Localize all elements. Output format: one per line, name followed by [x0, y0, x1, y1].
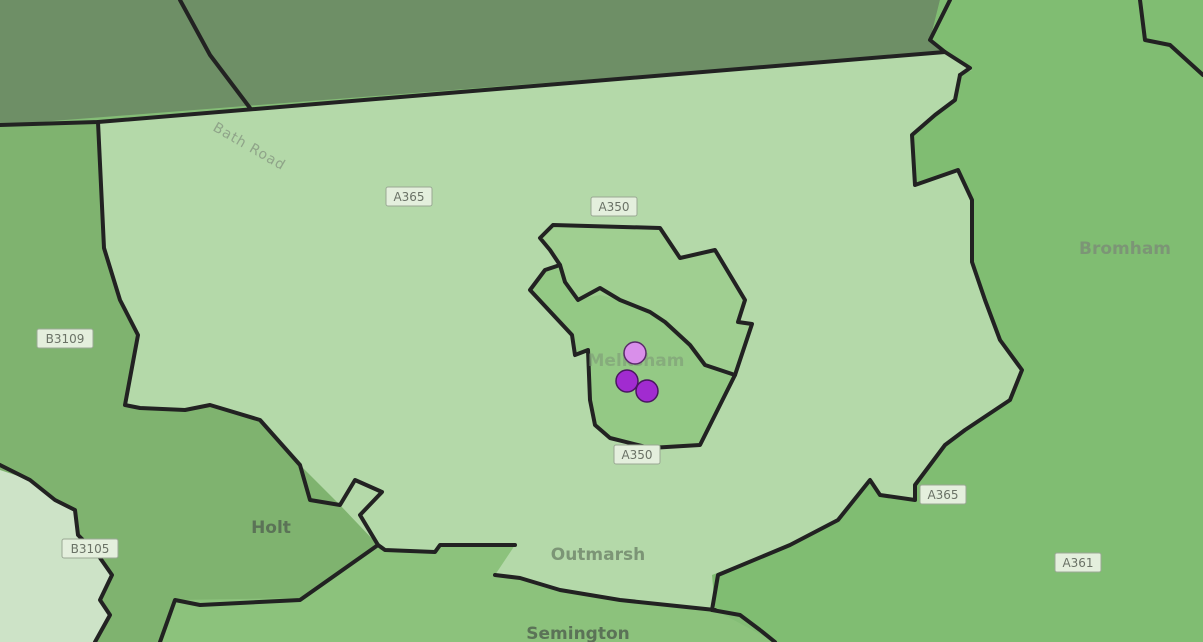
region-south[interactable]: [160, 545, 775, 642]
svg-text:A350: A350: [598, 200, 629, 214]
boundary-ward-split: [558, 263, 737, 377]
region-west[interactable]: [0, 122, 378, 642]
svg-text:A361: A361: [1062, 556, 1093, 570]
svg-text:A350: A350: [621, 448, 652, 462]
region-far-west[interactable]: [0, 470, 112, 642]
boundary-northwest: [178, 0, 252, 110]
marker-primary[interactable]: [615, 369, 639, 393]
boundary-northeast: [928, 0, 952, 54]
svg-text:A365: A365: [927, 488, 958, 502]
marker-primary[interactable]: [635, 379, 659, 403]
boundary-southeast: [710, 608, 777, 642]
region-central[interactable]: [98, 52, 1022, 610]
road-badge-a350-north: A350: [590, 196, 638, 217]
svg-text:B3105: B3105: [71, 542, 110, 556]
road-badge-a361: A361: [1054, 552, 1102, 573]
boundary-west: [96, 120, 517, 554]
road-badge-b3109: B3109: [36, 328, 94, 349]
boundary-east: [710, 73, 1024, 612]
place-label-holt: Holt: [251, 518, 291, 538]
road-badge-a350-south: A350: [613, 444, 661, 465]
region-east[interactable]: [712, 0, 1203, 642]
road-badge-b3105: B3105: [61, 538, 119, 559]
svg-text:B3109: B3109: [46, 332, 85, 346]
boundary-southwest: [158, 543, 380, 642]
boundary-east-far: [1138, 0, 1203, 77]
place-label-outmarsh: Outmarsh: [551, 545, 645, 565]
road-badge-a365-east: A365: [919, 484, 967, 505]
ward-inner-east[interactable]: [540, 225, 752, 375]
place-label-semington: Semington: [526, 624, 630, 642]
place-label-bromham: Bromham: [1079, 239, 1171, 259]
marker-light[interactable]: [623, 341, 647, 365]
road-badge-a365-west: A365: [385, 186, 433, 207]
svg-text:A365: A365: [393, 190, 424, 204]
boundary-south: [493, 573, 717, 612]
region-north[interactable]: [0, 0, 1203, 125]
